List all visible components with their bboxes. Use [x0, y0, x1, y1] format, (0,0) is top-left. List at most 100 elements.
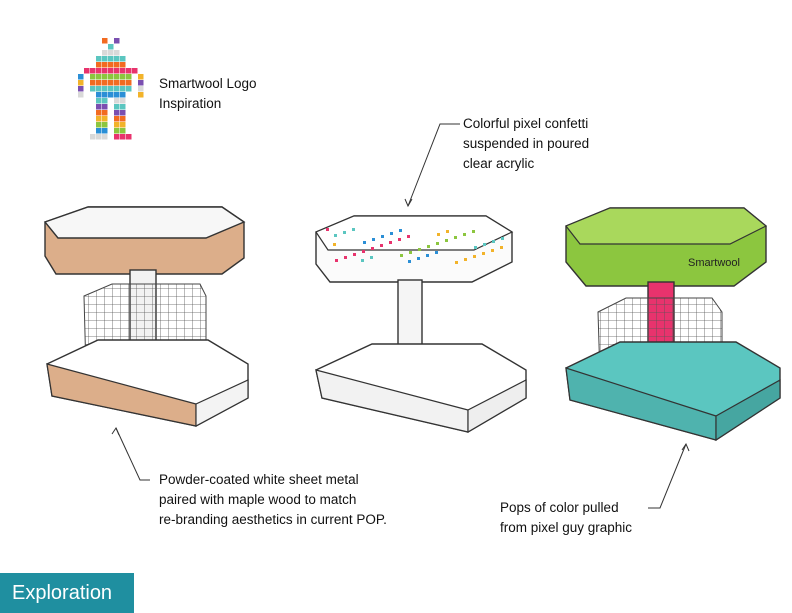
logo-pixel: [108, 80, 114, 86]
logo-pixel: [114, 80, 120, 86]
confetti-speck: [472, 230, 475, 233]
logo-pixel: [132, 68, 138, 74]
confetti-speck: [445, 239, 448, 242]
logo-pixel: [114, 116, 120, 122]
confetti-speck: [463, 233, 466, 236]
logo-pixel: [138, 74, 144, 80]
logo-pixel: [96, 56, 102, 62]
logo-pixel: [96, 134, 102, 140]
confetti-speck: [492, 240, 495, 243]
confetti-speck: [436, 242, 439, 245]
logo-pixel: [120, 74, 126, 80]
logo-pixel: [114, 56, 120, 62]
logo-pixel: [78, 86, 84, 92]
logo-pixel: [96, 122, 102, 128]
confetti-speck: [399, 229, 402, 232]
brand-mark: Smartwool: [688, 257, 740, 269]
confetti-speck: [333, 243, 336, 246]
logo-pixel: [120, 110, 126, 116]
table-color-sketch: Smartwool: [565, 207, 781, 442]
confetti-speck: [491, 249, 494, 252]
logo-pixel: [102, 68, 108, 74]
logo-pixel: [114, 134, 120, 140]
confetti-note: Colorful pixel confetti suspended in pou…: [463, 116, 590, 171]
confetti-speck: [398, 238, 401, 241]
logo-pixel: [90, 86, 96, 92]
logo-pixel: [126, 74, 132, 80]
logo-pixel: [78, 74, 84, 80]
logo-pixel: [120, 116, 126, 122]
logo-pixel: [90, 80, 96, 86]
confetti-speck: [344, 256, 347, 259]
confetti-speck: [390, 232, 393, 235]
logo-pixel: [120, 128, 126, 134]
logo-pixel: [126, 68, 132, 74]
confetti-speck: [500, 246, 503, 249]
logo-pixel: [96, 116, 102, 122]
logo-pixel: [102, 74, 108, 80]
logo-pixel: [120, 80, 126, 86]
confetti-speck: [427, 245, 430, 248]
logo-pixel: [102, 38, 108, 44]
confetti-speck: [418, 248, 421, 251]
logo-pixel: [114, 50, 120, 56]
logo-pixel: [138, 86, 144, 92]
logo-pixel: [102, 134, 108, 140]
logo-pixel: [96, 110, 102, 116]
metal-wood-note: Powder-coated white sheet metal paired w…: [159, 472, 387, 527]
logo-pixel: [102, 110, 108, 116]
confetti-speck: [352, 228, 355, 231]
logo-pixel: [108, 74, 114, 80]
logo-pixel: [78, 80, 84, 86]
logo-pixel: [114, 62, 120, 68]
confetti-speck: [343, 231, 346, 234]
confetti-speck: [483, 243, 486, 246]
logo-pixel: [102, 128, 108, 134]
logo-pixel: [102, 98, 108, 104]
logo-pixel: [114, 92, 120, 98]
logo-pixel: [102, 116, 108, 122]
logo-pixel: [96, 74, 102, 80]
logo-pixel: [96, 68, 102, 74]
color-pops-note: Pops of color pulled from pixel guy grap…: [500, 500, 633, 535]
confetti-speck: [417, 257, 420, 260]
confetti-speck: [437, 233, 440, 236]
logo-pixel: [114, 86, 120, 92]
logo-pixel: [108, 86, 114, 92]
logo-pixel: [90, 134, 96, 140]
logo-pixel: [108, 62, 114, 68]
logo-pixel: [102, 56, 108, 62]
confetti-speck: [380, 244, 383, 247]
logo-pixel: [78, 92, 84, 98]
leader-lines: [111, 123, 690, 509]
logo-inspiration-note: Smartwool Logo Inspiration: [159, 76, 257, 111]
logo-pixel: [120, 134, 126, 140]
logo-pixel: [120, 68, 126, 74]
confetti-speck: [435, 251, 438, 254]
confetti-speck: [501, 237, 504, 240]
logo-pixel: [114, 128, 120, 134]
logo-pixel: [120, 86, 126, 92]
logo-pixel: [96, 62, 102, 68]
confetti-speck: [455, 261, 458, 264]
logo-pixel: [102, 62, 108, 68]
table-acrylic-sketch: [315, 215, 527, 434]
logo-pixel: [114, 38, 120, 44]
logo-pixel: [108, 92, 114, 98]
confetti-leader: [407, 123, 460, 207]
exploration-tag: Exploration: [0, 573, 134, 613]
pixel-guy-logo: [78, 38, 144, 140]
logo-pixel: [126, 80, 132, 86]
logo-pixel: [120, 62, 126, 68]
confetti-speck: [335, 259, 338, 262]
confetti-speck: [409, 251, 412, 254]
logo-pixel: [108, 50, 114, 56]
confetti-speck: [353, 253, 356, 256]
confetti-speck: [363, 241, 366, 244]
logo-pixel: [102, 50, 108, 56]
confetti-speck: [362, 250, 365, 253]
logo-pixel: [96, 86, 102, 92]
confetti-speck: [361, 259, 364, 262]
confetti-speck: [400, 254, 403, 257]
logo-pixel: [102, 92, 108, 98]
